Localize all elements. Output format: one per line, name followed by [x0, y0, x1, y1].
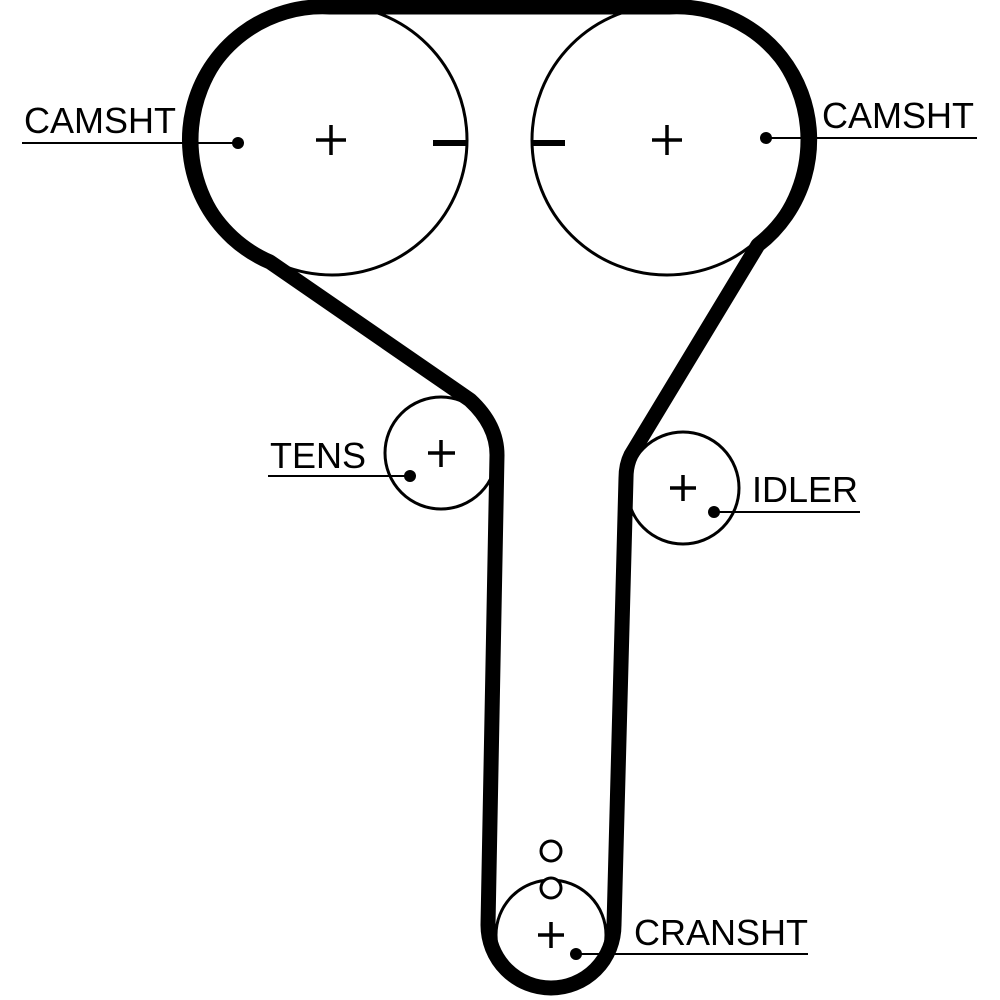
label-idler: IDLER: [752, 469, 858, 510]
label-crankshaft: CRANSHT: [634, 912, 808, 953]
crank-reference-ring: [539, 839, 563, 863]
idler-pulley: [625, 430, 741, 546]
leader-camshaft-left: [22, 137, 244, 149]
leader-camshaft-right: [760, 132, 977, 144]
leader-tensioner: [268, 470, 416, 482]
timing-belt: [181, 0, 818, 996]
crank-timing-mark-ring: [539, 876, 563, 900]
leader-idler: [708, 506, 860, 518]
label-camshaft-left: CAMSHT: [24, 100, 176, 141]
label-camshaft-right: CAMSHT: [822, 95, 974, 136]
leader-crankshaft: [570, 948, 808, 960]
label-tensioner: TENS: [270, 435, 366, 476]
